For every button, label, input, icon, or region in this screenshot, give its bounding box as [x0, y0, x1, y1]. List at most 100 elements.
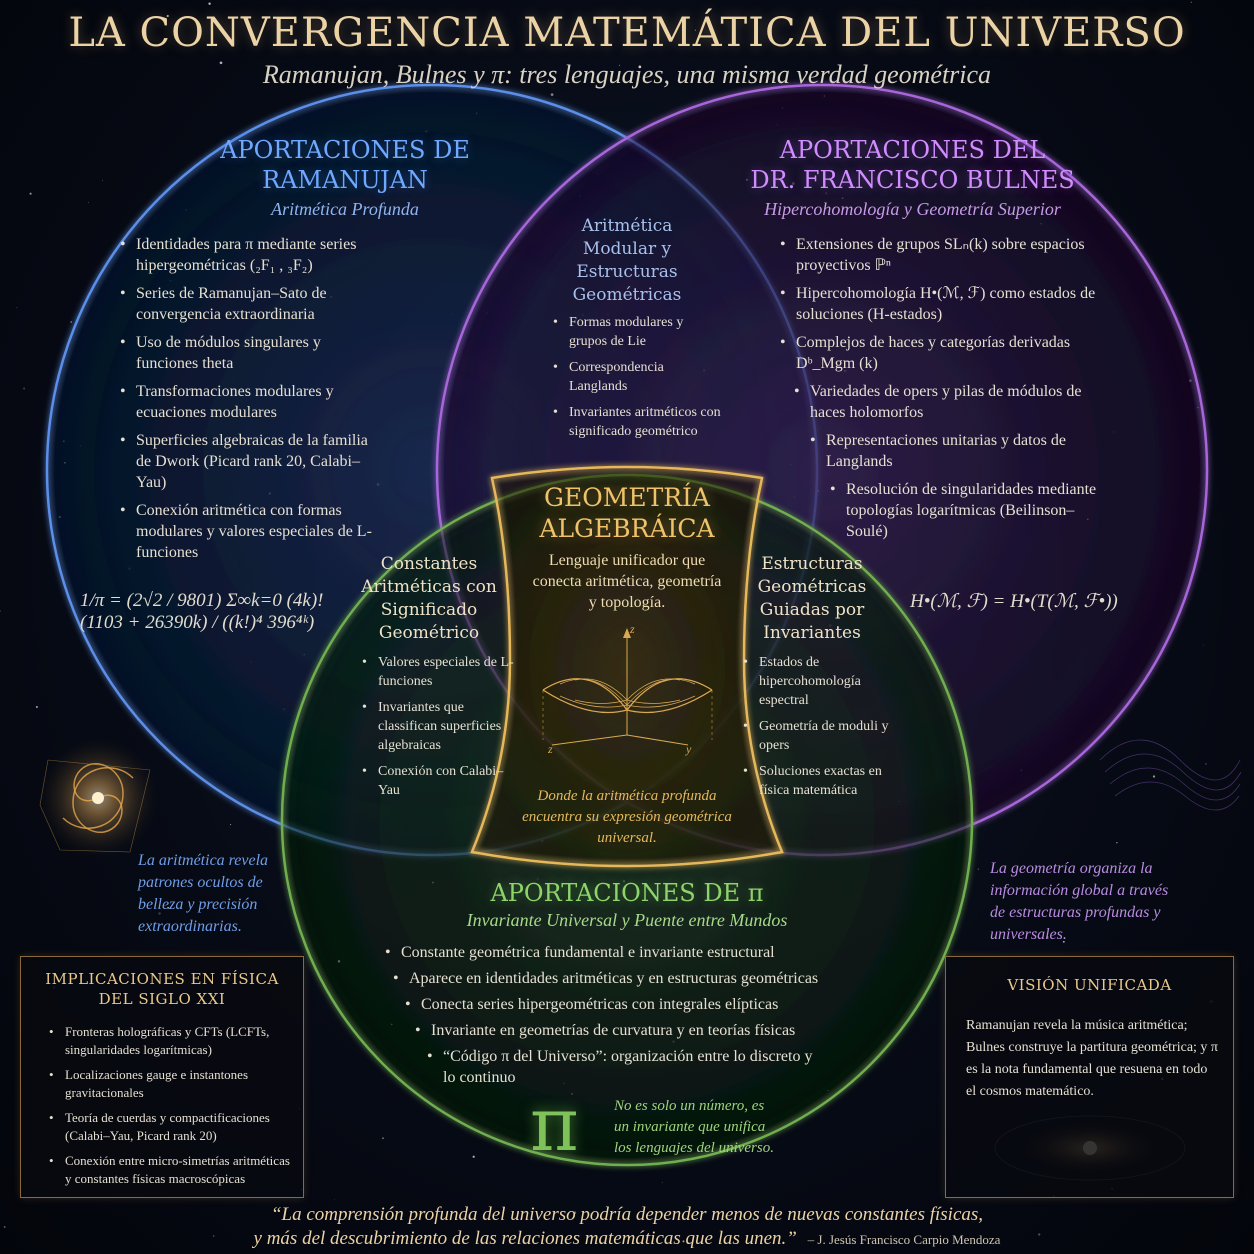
- star: [167, 906, 170, 909]
- star: [158, 912, 161, 915]
- star: [3, 1226, 6, 1228]
- geometria-description: Lenguaje unificador que conecta aritméti…: [532, 552, 722, 611]
- star: [1062, 940, 1065, 943]
- ramanujan-title-line1: APORTACIONES DE: [220, 136, 470, 164]
- list-item: Representaciones unitarias y datos de La…: [810, 430, 1110, 472]
- star: [211, 46, 212, 48]
- geometria-note: Donde la aritmética profunda encuentra s…: [522, 788, 732, 846]
- list-item: Soluciones exactas en física matemática: [743, 762, 903, 800]
- pi-list: Constante geométrica fundamental e invar…: [385, 942, 855, 1095]
- bulnes-formula: H•(ℳ, ℱ) = H•(T(ℳ, ℱ•)): [910, 591, 1118, 612]
- spiral-galaxy-left: [38, 738, 158, 858]
- star: [1035, 931, 1037, 933]
- star: [682, 1240, 685, 1243]
- quote-line2-row: y más del descubrimiento de las relacion…: [60, 1227, 1194, 1252]
- list-item: Invariante en geometrías de curvatura y …: [415, 1020, 855, 1041]
- ramanujan-subtitle: Aritmética Profunda: [271, 199, 419, 219]
- list-item: Formas modulares y grupos de Lie: [553, 313, 723, 351]
- axis-label-z-top: z: [630, 622, 635, 636]
- vision-text: Ramanujan revela la música aritmética; B…: [966, 1018, 1218, 1099]
- star: [1038, 1233, 1041, 1236]
- right-note: La geometría organiza la información glo…: [990, 860, 1169, 943]
- star: [0, 610, 1, 612]
- implicaciones-box: IMPLICACIONES EN FÍSICA DEL SIGLO XXI Fr…: [20, 956, 304, 1198]
- list-item: Conexión entre micro-simetrías aritmétic…: [49, 1152, 293, 1188]
- list-item: Aparece en identidades aritméticas y en …: [393, 968, 855, 989]
- quote-line1: “La comprensión profunda del universo po…: [270, 1204, 984, 1225]
- list-item: Uso de módulos singulares y funciones th…: [120, 332, 382, 374]
- star: [883, 17, 884, 19]
- wave-surface-right: [1099, 739, 1242, 811]
- star: [230, 824, 232, 826]
- star: [16, 307, 18, 309]
- list-item: Extensiones de grupos SLₙ(k) sobre espac…: [780, 234, 1110, 276]
- ramanujan-list: Identidades para π mediante series hiper…: [120, 234, 382, 570]
- bulnes-list: Extensiones de grupos SLₙ(k) sobre espac…: [780, 234, 1110, 549]
- star: [573, 1211, 577, 1214]
- implicaciones-title-line1: IMPLICACIONES EN FÍSICA: [45, 970, 279, 988]
- constantes-list: Valores especiales de L-funciones Invari…: [362, 653, 514, 807]
- list-item: Valores especiales de L-funciones: [362, 653, 514, 691]
- star: [334, 1199, 335, 1200]
- pi-header: APORTACIONES DE π Invariante Universal y…: [400, 878, 854, 931]
- list-item: Variedades de opers y pilas de módulos d…: [794, 381, 1110, 423]
- star: [1205, 763, 1207, 765]
- star: [1202, 644, 1204, 646]
- star: [382, 1137, 384, 1140]
- star: [820, 9, 821, 11]
- bulnes-title-line1: APORTACIONES DEL: [779, 136, 1046, 164]
- modular-title: Aritmética Modular y Estructuras Geométr…: [572, 216, 682, 305]
- star: [70, 321, 73, 323]
- star: [977, 868, 979, 870]
- geometria-title-line1: GEOMETRÍA: [544, 483, 710, 512]
- star: [208, 2, 211, 5]
- star: [368, 1251, 370, 1253]
- page-subtitle: Ramanujan, Bulnes y π: tres lenguajes, u…: [262, 60, 992, 89]
- bulnes-subtitle: Hipercohomología y Geometría Superior: [764, 199, 1061, 219]
- star: [414, 34, 415, 35]
- star: [661, 1182, 663, 1184]
- star: [35, 705, 38, 709]
- star: [88, 202, 89, 203]
- star: [1116, 842, 1118, 844]
- pi-note: No es solo un número, es un invariante q…: [614, 1098, 774, 1156]
- star: [694, 29, 697, 31]
- list-item: Resolución de singularidades mediante to…: [830, 479, 1110, 542]
- list-item: Superficies algebraicas de la familia de…: [120, 430, 382, 493]
- star: [23, 387, 26, 390]
- star: [618, 64, 621, 66]
- geometria-header: GEOMETRÍA ALGEBRÁICA: [517, 482, 737, 544]
- ramanujan-header: APORTACIONES DE RAMANUJAN Aritmética Pro…: [200, 135, 490, 220]
- implicaciones-header: IMPLICACIONES EN FÍSICA DEL SIGLO XXI: [21, 969, 303, 1009]
- star: [550, 93, 554, 96]
- star: [1046, 935, 1049, 939]
- list-item: Conexión con Calabi–Yau: [362, 762, 514, 800]
- list-item: Series de Ramanujan–Sato de convergencia…: [120, 283, 382, 325]
- star: [102, 179, 103, 181]
- list-item: Identidades para π mediante series hiper…: [120, 234, 382, 276]
- star: [29, 192, 32, 195]
- estructuras-list: Estados de hipercohomología espectral Ge…: [743, 653, 903, 807]
- constantes-title: Constantes Aritméticas con Significado G…: [361, 554, 497, 643]
- page-title: LA CONVERGENCIA MATEMÁTICA DEL UNIVERSO: [68, 10, 1186, 56]
- list-item: Correspondencia Langlands: [553, 358, 723, 396]
- pi-symbol: π: [530, 1082, 579, 1168]
- list-item: Complejos de haces y categorías derivada…: [780, 332, 1110, 374]
- bulnes-title-line2: DR. FRANCISCO BULNES: [750, 166, 1075, 194]
- implicaciones-list: Fronteras holográficas y CFTs (LCFTs, si…: [49, 1023, 293, 1188]
- list-item: Constante geométrica fundamental e invar…: [385, 942, 855, 963]
- vision-box: VISIÓN UNIFICADA Ramanujan revela la mús…: [945, 956, 1234, 1198]
- modular-list: Formas modulares y grupos de Lie Corresp…: [553, 313, 723, 448]
- star: [219, 61, 223, 65]
- list-item: Invariantes que classifican superficies …: [362, 698, 514, 755]
- list-item: Teoría de cuerdas y compactificaciones (…: [49, 1109, 293, 1145]
- ramanujan-title-line2: RAMANUJAN: [262, 166, 428, 194]
- list-item: Hipercohomología H•(ℳ, ℱ) como estados d…: [780, 283, 1110, 325]
- list-item: Invariantes aritméticos con significado …: [553, 403, 723, 441]
- pi-subtitle: Invariante Universal y Puente entre Mund…: [466, 910, 788, 930]
- pi-title: APORTACIONES DE π: [490, 879, 764, 907]
- geometria-title-line2: ALGEBRÁICA: [539, 514, 715, 543]
- axis-label-y: y: [686, 742, 692, 756]
- quote-line2: y más del descubrimiento de las relacion…: [253, 1228, 797, 1249]
- estructuras-title: Estructuras Geométricas Guiadas por Inva…: [757, 554, 867, 643]
